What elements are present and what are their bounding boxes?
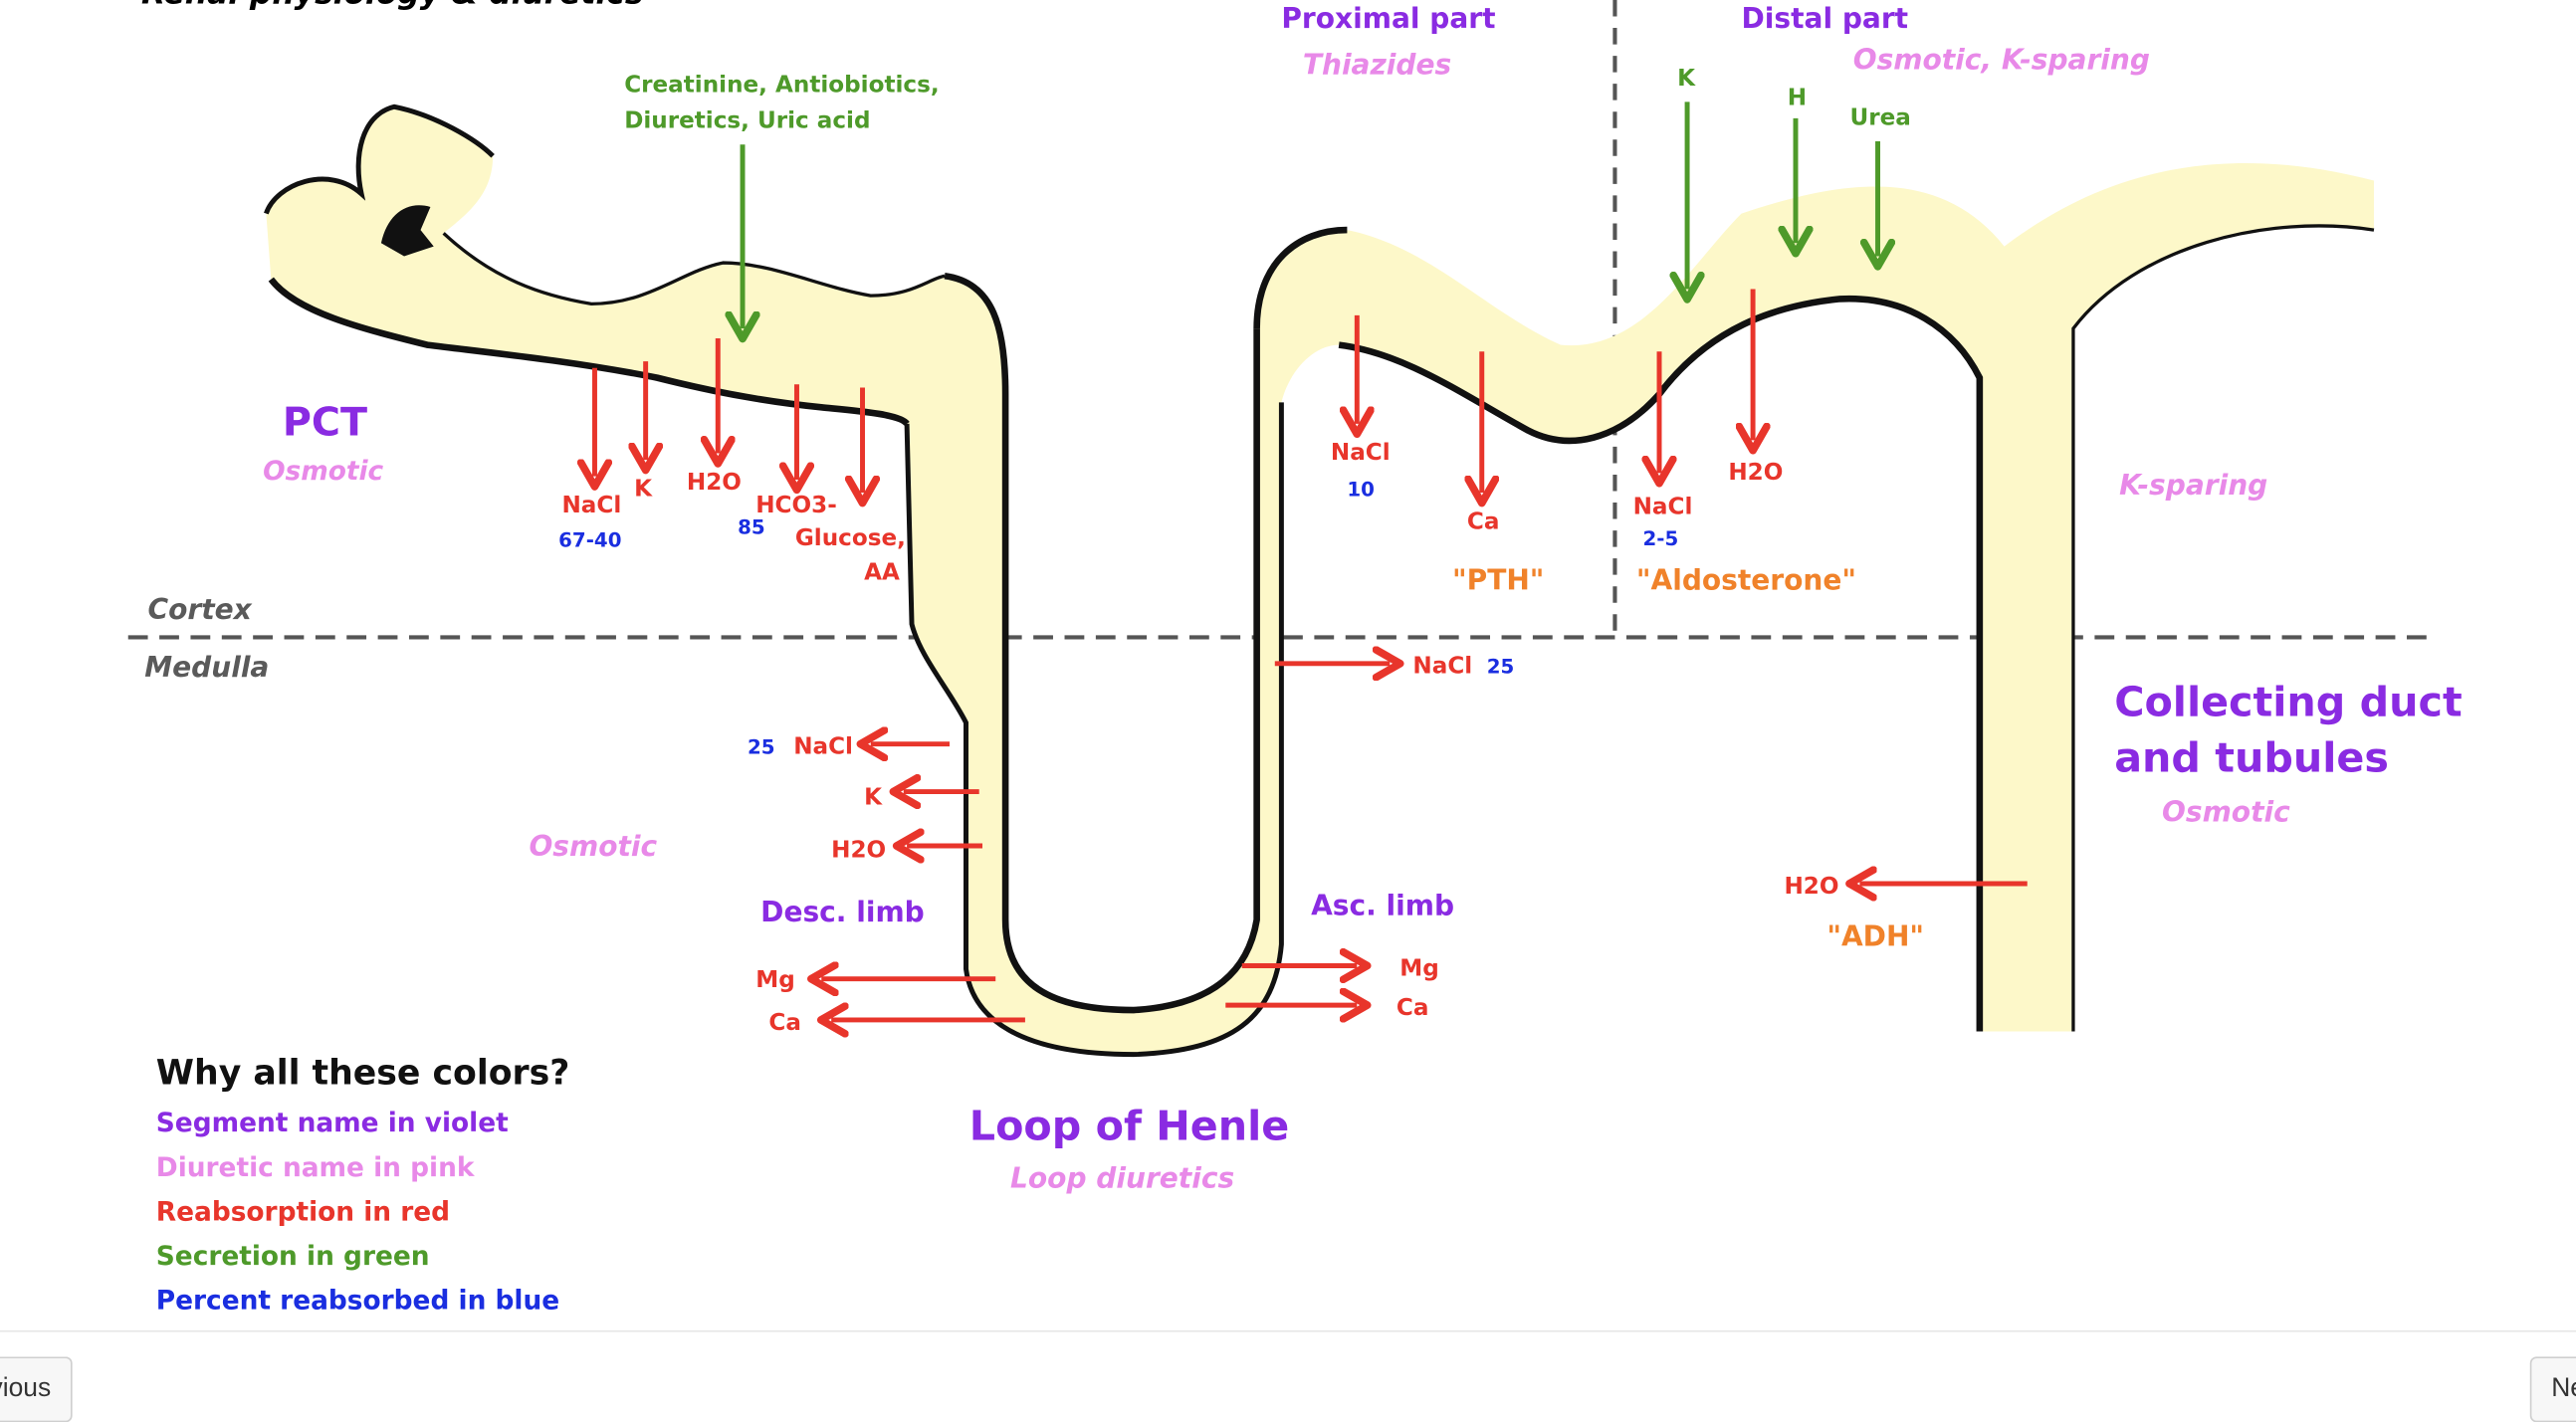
desc-mg-label: Mg bbox=[755, 967, 795, 993]
asc-limb-name: Asc. limb bbox=[1311, 889, 1454, 921]
dct-distal-h2o-label: H2O bbox=[1728, 460, 1783, 486]
desc-k-label: K bbox=[864, 785, 883, 811]
nephron-tubule bbox=[266, 106, 2374, 1055]
dct-corner-outline bbox=[1253, 226, 1348, 329]
glomerulus-outline bbox=[264, 103, 495, 215]
legend-title: Why all these colors? bbox=[156, 1053, 570, 1093]
pct-nacl-label: NaCl bbox=[561, 493, 621, 518]
pct-h2o-label: H2O bbox=[687, 470, 742, 496]
previous-button[interactable]: Previous bbox=[0, 1356, 73, 1422]
pct-secretion-line2: Diuretics, Uric acid bbox=[624, 108, 870, 134]
collecting-name-line1: Collecting duct bbox=[2114, 679, 2463, 726]
glomerulus-icon bbox=[380, 205, 434, 257]
desc-limb-name: Desc. limb bbox=[760, 896, 925, 928]
navigation-footer: Previous Next bbox=[0, 1329, 2576, 1422]
desc-ca-label: Ca bbox=[768, 1010, 801, 1036]
legend-item-blue: Percent reabsorbed in blue bbox=[156, 1285, 559, 1316]
pct-lower-outline bbox=[268, 277, 910, 427]
collecting-h2o-label: H2O bbox=[1784, 874, 1838, 900]
asc-mg-label: Mg bbox=[1399, 955, 1439, 981]
pct-hco3-label: HCO3- bbox=[755, 493, 837, 518]
pct-upper-outline bbox=[442, 232, 946, 305]
k-sparing-label: K-sparing bbox=[2119, 469, 2267, 502]
pct-diuretic: Osmotic bbox=[263, 456, 383, 487]
dct-k-secretion-label: K bbox=[1677, 66, 1696, 92]
dct-distal-nacl-percent: 2-5 bbox=[1643, 527, 1679, 550]
next-button[interactable]: Next bbox=[2529, 1356, 2576, 1422]
desc-nacl-label: NaCl bbox=[793, 734, 853, 760]
medulla-label: Medulla bbox=[144, 651, 269, 684]
asc-nacl-label: NaCl bbox=[1412, 654, 1472, 680]
collecting-diuretic: Osmotic bbox=[2162, 795, 2290, 828]
dct-urea-secretion-label: Urea bbox=[1849, 104, 1910, 130]
loop-diuretic: Loop diuretics bbox=[1010, 1161, 1234, 1194]
dct-nacl-percent: 10 bbox=[1347, 478, 1375, 501]
legend-item-red: Reabsorption in red bbox=[156, 1196, 450, 1227]
distal-part-label: Distal part bbox=[1742, 2, 1909, 35]
pct-aa-label: AA bbox=[864, 560, 900, 586]
dct-h-secretion-label: H bbox=[1788, 86, 1807, 111]
page-title: Renal physiology & diuretics bbox=[141, 0, 644, 11]
pct-h2o-percent: 85 bbox=[738, 515, 765, 538]
desc-h2o-label: H2O bbox=[831, 838, 886, 864]
pct-name: PCT bbox=[283, 399, 367, 445]
pct-glucose-label: Glucose, bbox=[795, 525, 906, 551]
desc-limb-diuretic: Osmotic bbox=[529, 830, 657, 863]
tubule bbox=[264, 103, 2375, 1058]
pct-k-label: K bbox=[634, 476, 653, 502]
collecting-name-line2: and tubules bbox=[2114, 734, 2389, 782]
collecting-outline bbox=[2071, 224, 2375, 1032]
proximal-part-label: Proximal part bbox=[1281, 2, 1495, 35]
pct-nacl-percent: 67-40 bbox=[558, 529, 621, 552]
asc-ca-label: Ca bbox=[1396, 995, 1429, 1021]
legend-item-pink: Diuretic name in pink bbox=[156, 1152, 476, 1183]
color-legend: Why all these colors? Segment name in vi… bbox=[156, 1053, 570, 1316]
thiazides-label: Thiazides bbox=[1303, 48, 1451, 81]
cortex-label: Cortex bbox=[148, 593, 253, 626]
dct-nacl-label: NaCl bbox=[1331, 440, 1391, 466]
aldosterone-label: "Aldosterone" bbox=[1636, 564, 1856, 597]
adh-label: "ADH" bbox=[1826, 920, 1924, 953]
pth-label: "PTH" bbox=[1452, 564, 1544, 597]
dct-distal-nacl-label: NaCl bbox=[1633, 495, 1693, 520]
distal-diuretic-label: Osmotic, K-sparing bbox=[1853, 43, 2150, 76]
pct-secretion-line1: Creatinine, Antiobiotics, bbox=[624, 72, 939, 98]
desc-nacl-percent: 25 bbox=[748, 736, 775, 759]
legend-item-violet: Segment name in violet bbox=[156, 1108, 509, 1138]
asc-nacl-percent: 25 bbox=[1487, 656, 1515, 679]
dct-ca-label: Ca bbox=[1467, 508, 1500, 534]
loop-name: Loop of Henle bbox=[969, 1102, 1289, 1149]
pct-reabsorption-arrows bbox=[594, 338, 862, 493]
loop-outer-outline bbox=[904, 402, 1284, 1058]
loop-inner-outline bbox=[944, 273, 1260, 1014]
legend-item-green: Secretion in green bbox=[156, 1241, 430, 1272]
